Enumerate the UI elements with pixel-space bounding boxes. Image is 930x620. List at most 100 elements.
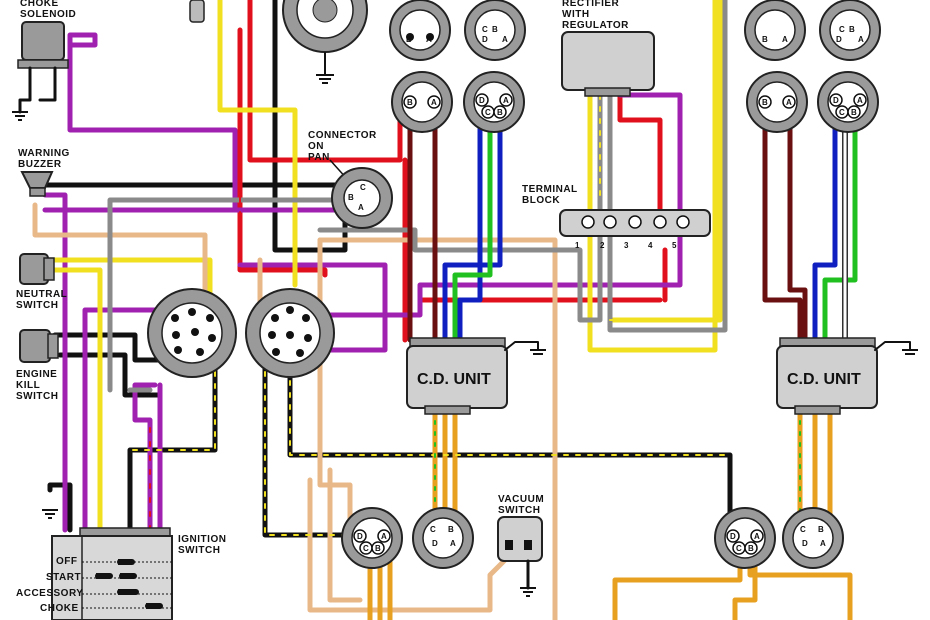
svg-text:SWITCH: SWITCH (498, 505, 540, 516)
svg-text:B: B (375, 544, 381, 553)
svg-text:C: C (430, 525, 436, 534)
svg-text:C: C (839, 108, 845, 117)
svg-text:A: A (381, 532, 387, 541)
svg-text:SWITCH: SWITCH (178, 545, 220, 556)
vacuum-switch: VACUUM SWITCH (497, 494, 544, 597)
neutral-switch: NEUTRAL SWITCH (16, 253, 67, 311)
svg-text:RECTIFIER: RECTIFIER (562, 0, 620, 9)
svg-text:SWITCH: SWITCH (16, 300, 58, 311)
svg-text:B: B (818, 525, 824, 534)
svg-text:BUZZER: BUZZER (18, 159, 62, 170)
svg-text:D: D (479, 96, 485, 105)
svg-text:SWITCH: SWITCH (16, 391, 58, 402)
svg-text:ON: ON (308, 141, 324, 152)
svg-text:A: A (820, 539, 826, 548)
wires (32, 0, 858, 620)
svg-text:C.D. UNIT: C.D. UNIT (787, 371, 861, 388)
connector-left-round (147, 288, 237, 378)
svg-text:A: A (858, 35, 864, 44)
svg-text:VACUUM: VACUUM (498, 494, 544, 505)
ground-icon (42, 509, 58, 519)
svg-text:B: B (492, 25, 498, 34)
rectifier-regulator: RECTIFIER WITH REGULATOR (561, 0, 655, 97)
stator-icon (282, 0, 368, 84)
svg-text:C: C (839, 25, 845, 34)
svg-text:1: 1 (575, 241, 580, 250)
choke-solenoid: CHOKE SOLENOID (12, 0, 76, 121)
engine-kill-switch: ENGINE KILL SWITCH (16, 329, 59, 402)
connector-on-pan: CONNECTOR ON PAN C B A (308, 130, 393, 229)
connector-bottom-ba-right: C B D A (782, 507, 844, 569)
svg-text:A: A (782, 35, 788, 44)
connector-dcba-right: D C B A (817, 71, 879, 133)
svg-text:NEUTRAL: NEUTRAL (16, 289, 67, 300)
svg-text:D: D (802, 539, 808, 548)
svg-text:ENGINE: ENGINE (16, 369, 57, 380)
connector-ba-left: B A (391, 71, 453, 133)
svg-text:REGULATOR: REGULATOR (562, 20, 629, 31)
svg-text:C: C (736, 544, 742, 553)
connector-bottom-ba-left: C B D A (412, 507, 474, 569)
ignition-switch: IGNITION SWITCH OFF START ACCESSORY CHOK… (16, 527, 226, 620)
svg-text:A: A (431, 98, 437, 107)
svg-text:D: D (432, 539, 438, 548)
svg-text:CHOKE: CHOKE (20, 0, 59, 9)
svg-text:WITH: WITH (562, 9, 590, 20)
svg-text:TERMINAL: TERMINAL (522, 184, 578, 195)
svg-text:4: 4 (648, 241, 653, 250)
svg-text:A: A (754, 532, 760, 541)
svg-text:D: D (836, 35, 842, 44)
svg-text:CONNECTOR: CONNECTOR (308, 130, 377, 141)
svg-text:D: D (482, 35, 488, 44)
svg-text:KILL: KILL (16, 380, 40, 391)
svg-text:C: C (485, 108, 491, 117)
svg-text:OFF: OFF (56, 556, 78, 567)
svg-text:B: B (448, 525, 454, 534)
svg-text:C: C (800, 525, 806, 534)
svg-text:C.D. UNIT: C.D. UNIT (417, 371, 491, 388)
svg-text:ACCESSORY: ACCESSORY (16, 588, 83, 599)
svg-text:A: A (450, 539, 456, 548)
svg-text:WARNING: WARNING (18, 148, 70, 159)
svg-text:5: 5 (672, 241, 677, 250)
svg-text:B: B (762, 35, 768, 44)
svg-text:A: A (426, 35, 432, 44)
connector-ba-right: B A (746, 71, 808, 133)
svg-text:C: C (360, 183, 366, 192)
svg-text:B: B (406, 35, 412, 44)
fuse-holder (189, 0, 205, 23)
svg-text:C: C (482, 25, 488, 34)
svg-text:3: 3 (624, 241, 629, 250)
svg-text:C: C (363, 544, 369, 553)
svg-text:D: D (833, 96, 839, 105)
connector-bottom-dcba-left: D C B A (341, 507, 403, 569)
svg-text:B: B (762, 98, 768, 107)
svg-text:A: A (503, 96, 509, 105)
connector-bottom-dcba-right: D C B A (714, 507, 776, 569)
svg-text:A: A (502, 35, 508, 44)
connector-dcba-left: D C B A (463, 71, 525, 133)
svg-text:B: B (497, 108, 503, 117)
svg-text:START: START (46, 572, 81, 583)
svg-text:A: A (358, 203, 364, 212)
svg-text:SOLENOID: SOLENOID (20, 9, 76, 20)
svg-text:B: B (407, 98, 413, 107)
svg-text:B: B (348, 193, 354, 202)
svg-text:IGNITION: IGNITION (178, 534, 226, 545)
svg-text:B: B (748, 544, 754, 553)
svg-text:B: B (851, 108, 857, 117)
cd-unit-left: C.D. UNIT (406, 337, 546, 415)
svg-text:D: D (357, 532, 363, 541)
svg-text:PAN: PAN (308, 152, 330, 163)
svg-text:D: D (730, 532, 736, 541)
svg-text:2: 2 (600, 241, 605, 250)
svg-text:CHOKE: CHOKE (40, 603, 79, 614)
svg-text:A: A (857, 96, 863, 105)
cd-unit-right: C.D. UNIT (776, 337, 918, 415)
terminal-block: TERMINAL BLOCK 1 2 3 4 5 (522, 184, 711, 250)
connector-right-round (245, 288, 335, 378)
svg-text:BLOCK: BLOCK (522, 195, 560, 206)
svg-text:A: A (786, 98, 792, 107)
